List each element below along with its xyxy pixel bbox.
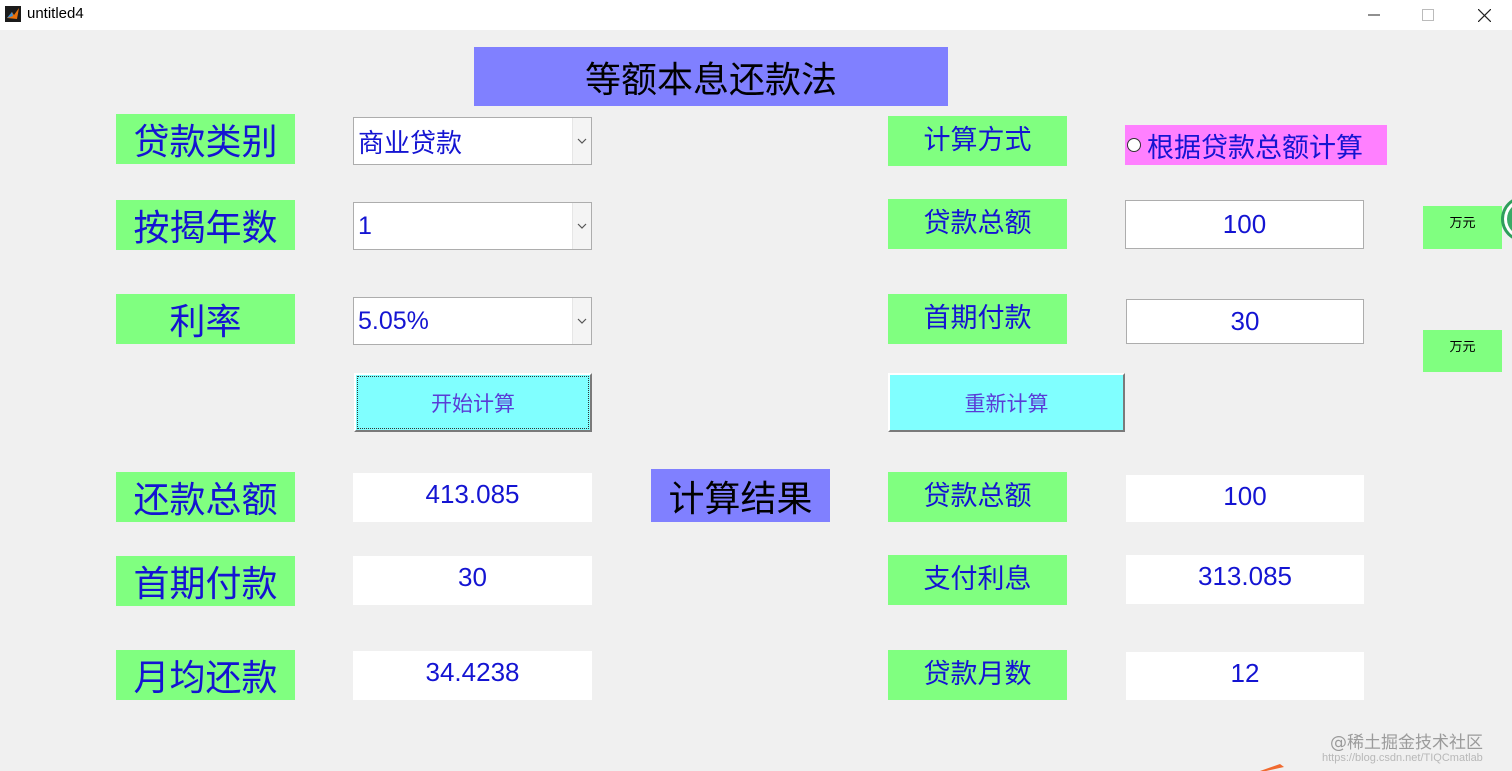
maximize-button[interactable] — [1400, 0, 1456, 30]
loan-months-value: 12 — [1126, 652, 1364, 700]
loan-total-result-label: 贷款总额 — [888, 472, 1067, 522]
matlab-app-icon — [5, 6, 21, 22]
loan-type-label: 贷款类别 — [116, 114, 295, 164]
calc-mode-label: 计算方式 — [888, 116, 1067, 166]
rate-label: 利率 — [116, 294, 295, 344]
rate-value: 5.05% — [358, 306, 429, 335]
floating-widget-icon[interactable] — [1498, 196, 1512, 242]
minimize-button[interactable] — [1346, 0, 1402, 30]
minimize-icon — [1368, 14, 1380, 16]
down-payment-result-label: 首期付款 — [116, 556, 295, 606]
window-title: untitled4 — [27, 5, 84, 22]
watermark-url: https://blog.csdn.net/TIQCmatlab — [1322, 752, 1483, 764]
radio-circle-icon[interactable] — [1127, 138, 1141, 152]
loan-type-value: 商业贷款 — [358, 128, 463, 159]
watermark-text: @稀土掘金技术社区 — [1330, 733, 1483, 753]
calc-mode-option: 根据贷款总额计算 — [1147, 132, 1363, 164]
page-title: 等额本息还款法 — [474, 47, 948, 106]
loan-total-result-value: 100 — [1126, 475, 1364, 522]
loan-months-label: 贷款月数 — [888, 650, 1067, 700]
monthly-payment-value: 34.4238 — [353, 651, 592, 700]
rate-select[interactable]: 5.05% — [353, 297, 592, 345]
years-select[interactable]: 1 — [353, 202, 592, 250]
title-bar: untitled4 — [0, 0, 1512, 30]
total-repayment-value: 413.085 — [353, 473, 592, 522]
chevron-down-icon[interactable] — [572, 118, 591, 164]
close-button[interactable] — [1456, 0, 1512, 30]
cursor-mark-icon — [1260, 764, 1284, 771]
interest-paid-value: 313.085 — [1126, 555, 1364, 604]
start-calc-button[interactable]: 开始计算 — [354, 373, 592, 432]
down-payment-unit: 万元 — [1423, 330, 1502, 372]
down-payment-label: 首期付款 — [888, 294, 1067, 344]
reset-calc-button[interactable]: 重新计算 — [888, 373, 1125, 432]
loan-total-label: 贷款总额 — [888, 199, 1067, 249]
chevron-down-icon[interactable] — [572, 203, 591, 249]
monthly-payment-label: 月均还款 — [116, 650, 295, 700]
loan-type-select[interactable]: 商业贷款 — [353, 117, 592, 165]
down-payment-result-value: 30 — [353, 556, 592, 605]
total-repayment-label: 还款总额 — [116, 472, 295, 522]
close-icon — [1477, 8, 1491, 22]
loan-total-input[interactable]: 100 — [1125, 200, 1364, 249]
down-payment-input[interactable]: 30 — [1126, 299, 1364, 344]
loan-total-unit: 万元 — [1423, 206, 1502, 249]
calc-mode-radio[interactable]: 根据贷款总额计算 — [1125, 125, 1387, 165]
chevron-down-icon[interactable] — [572, 298, 591, 344]
maximize-icon — [1422, 9, 1434, 21]
interest-paid-label: 支付利息 — [888, 555, 1067, 605]
years-value: 1 — [358, 211, 372, 240]
years-label: 按揭年数 — [116, 200, 295, 250]
results-title: 计算结果 — [651, 469, 830, 522]
